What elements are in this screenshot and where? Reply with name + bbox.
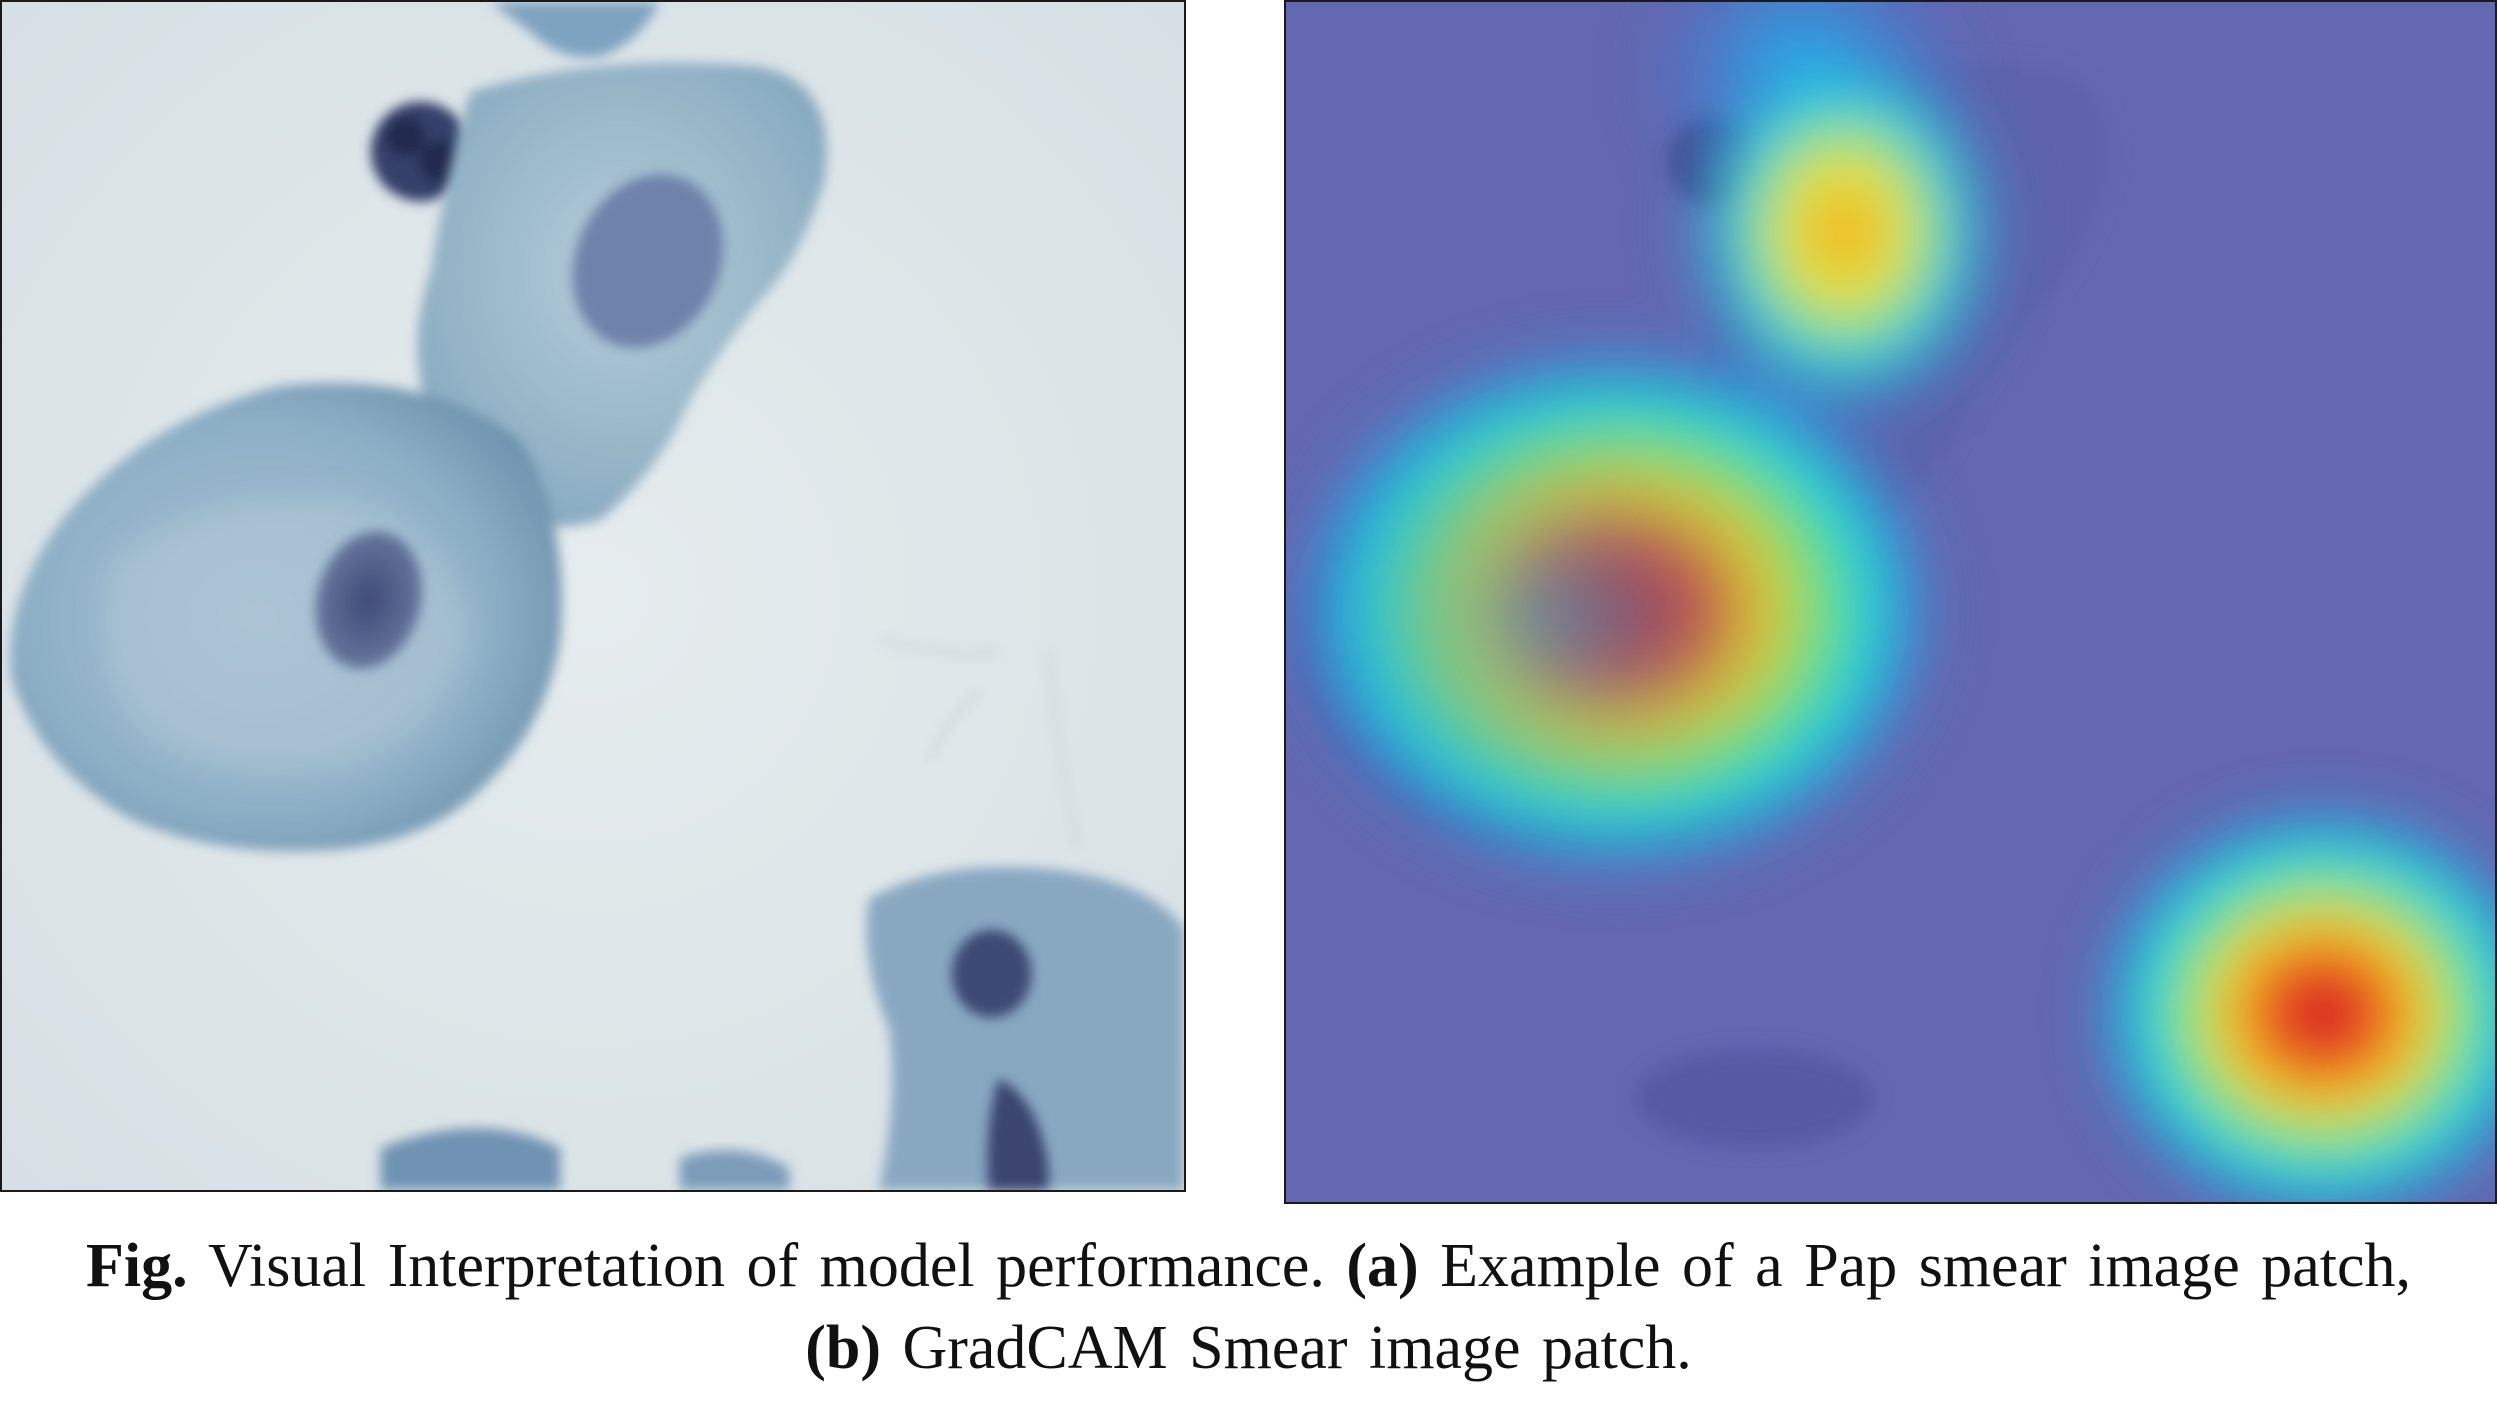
- pap-smear-image: [2, 2, 1184, 1190]
- caption-line-1: Fig. Visual Interpretation of model perf…: [0, 1225, 2497, 1307]
- caption-label-a: (a): [1346, 1232, 1419, 1300]
- pap-smear-image-panel: [0, 0, 1186, 1192]
- gradcam-heatmap-image: [1286, 2, 2495, 1202]
- caption-label-b: (b): [805, 1314, 881, 1382]
- caption-fig-label: Fig.: [85, 1232, 188, 1300]
- caption-text-1: Visual Interpretation of model performan…: [187, 1232, 1347, 1300]
- figure-caption: Fig. Visual Interpretation of model perf…: [0, 1225, 2497, 1389]
- caption-text-a: Example of a Pap smear image patch,: [1418, 1232, 2411, 1300]
- caption-text-b: GradCAM Smear image patch.: [880, 1314, 1692, 1382]
- caption-line-2: (b) GradCAM Smear image patch.: [0, 1307, 2497, 1389]
- gradcam-heatmap-panel: [1284, 0, 2497, 1204]
